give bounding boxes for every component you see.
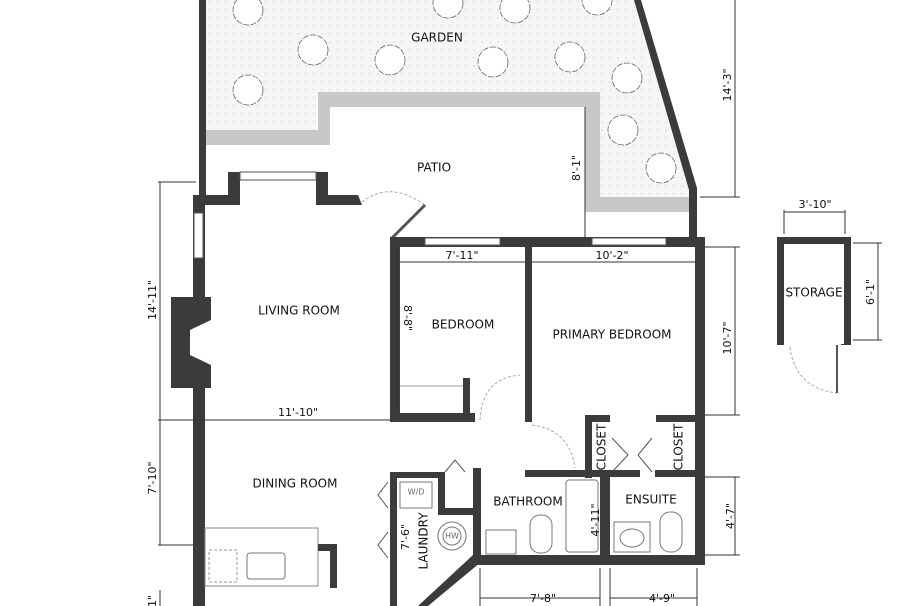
room-label-ensuite: ENSUITE	[625, 493, 676, 507]
bedroom-door-swing[interactable]	[479, 374, 521, 421]
room-label-primary-bedroom: PRIMARY BEDROOM	[552, 328, 671, 342]
room-label-living-room: LIVING ROOM	[258, 304, 340, 318]
kitchen-sink	[246, 552, 286, 580]
bath-south-wall	[473, 555, 705, 565]
dim-garden-height: 14'-3"	[721, 68, 734, 101]
bathtub	[565, 479, 599, 553]
washer-dryer	[399, 481, 433, 509]
patio-door-swing[interactable]	[361, 191, 426, 206]
water-heater-label: HW	[445, 532, 459, 541]
tree-icon	[581, 0, 613, 16]
bath-north-wall	[525, 470, 600, 477]
bedroom-south-wall	[390, 413, 475, 422]
dim-bath-height: 4'-11"	[589, 503, 602, 536]
dim-primary-width: 10'-2"	[595, 249, 628, 262]
tree-icon	[477, 46, 509, 78]
ensuite-north-wall-2	[655, 470, 695, 477]
bath-ensuite-wall	[600, 470, 610, 562]
laundry-doors[interactable]	[377, 459, 466, 559]
bedroom-north-wall	[390, 237, 705, 247]
dim-bedroom-depth: 8'-8"	[401, 305, 414, 331]
bath-west-wall	[473, 468, 481, 565]
tree-icon	[645, 152, 677, 184]
room-label-storage: STORAGE	[785, 286, 842, 300]
dim-patio-depth: 8'-1"	[570, 155, 583, 181]
kitchen-counter	[204, 527, 319, 587]
closet-doors[interactable]	[611, 437, 653, 473]
tree-icon	[232, 74, 264, 106]
tree-icon	[374, 44, 406, 76]
room-label-patio: PATIO	[417, 161, 451, 175]
garden-diagonal-wall	[634, 0, 697, 240]
room-label-laundry: LAUNDRY	[417, 512, 431, 570]
tree-icon	[611, 62, 643, 94]
bath-toilet	[529, 514, 553, 554]
dim-bedroom-width: 7'-11"	[445, 249, 478, 262]
room-label-dining-room: DINING ROOM	[253, 477, 338, 491]
room-label-closet: CLOSET	[595, 423, 609, 470]
dishwasher	[208, 549, 238, 583]
tree-icon	[232, 0, 264, 26]
closet-walls	[585, 415, 695, 478]
garden-trees	[232, 0, 677, 184]
dim-living-width: 11'-10"	[278, 406, 318, 419]
dim-laundry-height: 7'-6"	[399, 524, 412, 550]
storage-door-swing[interactable]	[789, 346, 838, 394]
room-label-bedroom: BEDROOM	[432, 318, 495, 332]
water-heater-inner	[442, 526, 462, 546]
dimension-lines	[158, 0, 882, 606]
window	[193, 212, 204, 259]
room-label-bathroom: BATHROOM	[493, 495, 562, 509]
dim-ensuite-width: 4'-9"	[649, 592, 675, 605]
tree-icon	[607, 114, 639, 146]
garden-left-wall	[199, 0, 206, 200]
tree-icon	[297, 34, 329, 66]
laundry-diagonal-wall	[418, 555, 481, 606]
dim-ensuite-height: 4'-7"	[724, 503, 737, 529]
bath-sink	[485, 529, 517, 555]
dim-primary-depth: 10'-7"	[721, 321, 734, 354]
dim-bath-width: 7'-8"	[530, 592, 556, 605]
bedroom-west-wall	[390, 237, 400, 422]
ensuite-toilet	[659, 511, 683, 553]
ensuite-north-wall	[610, 470, 640, 477]
dim-storage-width: 3'-10"	[798, 198, 831, 211]
dim-kitchen-partial: 1"	[146, 595, 159, 606]
patio-door[interactable]	[390, 203, 427, 240]
tree-icon	[499, 0, 531, 24]
room-label-closet: CLOSET	[672, 423, 686, 470]
primary-door-swing[interactable]	[531, 424, 576, 469]
dim-storage-depth: 6'-1"	[864, 279, 877, 305]
dim-living-height: 14'-11"	[146, 280, 159, 320]
patio-border	[205, 92, 690, 212]
kitchen-stub-wall	[318, 544, 337, 588]
tree-icon	[554, 41, 586, 73]
bedroom-window	[424, 237, 501, 246]
bedroom-divider-wall	[525, 247, 532, 422]
bay-window	[239, 171, 317, 181]
ensuite-sink	[619, 528, 645, 548]
tree-icon	[432, 0, 464, 19]
primary-window	[591, 237, 667, 246]
bedroom-closet-wall	[463, 378, 470, 418]
fireplace-opening	[190, 320, 211, 365]
washer-dryer-label: W/D	[408, 488, 425, 497]
dim-dining-height: 7'-10"	[146, 461, 159, 494]
bay-wall	[193, 172, 362, 205]
east-wall	[695, 237, 705, 565]
room-label-garden: GARDEN	[411, 31, 463, 45]
